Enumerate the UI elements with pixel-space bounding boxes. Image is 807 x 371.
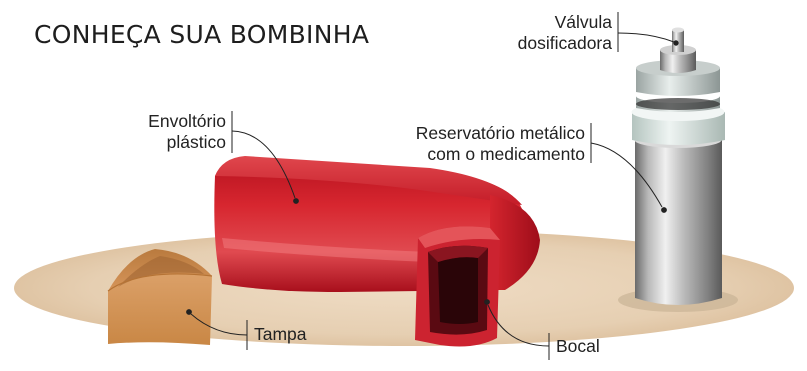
label-sleeve: Envoltório plástico (120, 111, 226, 153)
label-reservoir: Reservatório metálico com o medicamento (402, 123, 585, 165)
label-valve-line-1: Válvula (554, 12, 612, 32)
label-cap: Tampa (254, 324, 307, 344)
cap-part (107, 249, 213, 345)
label-sleeve-line-1: Envoltório (148, 111, 226, 131)
label-reservoir-line-1: Reservatório metálico (415, 123, 585, 143)
label-sleeve-line-2: plástico (166, 132, 226, 152)
metal-canister-part (618, 27, 738, 312)
label-valve-line-2: dosificadora (517, 33, 612, 53)
label-reservoir-line-2: com o medicamento (427, 144, 585, 164)
label-valve: Válvula dosificadora (516, 12, 612, 54)
leader-lines (186, 12, 679, 360)
label-mouthpiece: Bocal (556, 336, 600, 356)
diagram-title: CONHEÇA SUA BOMBINHA (34, 20, 370, 49)
